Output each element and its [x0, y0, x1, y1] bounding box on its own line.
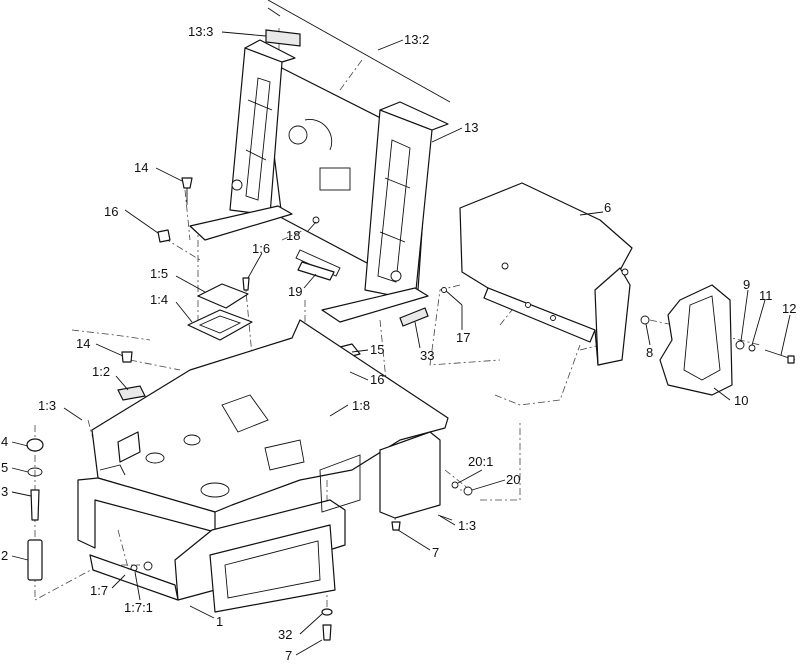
callout-1-3: 1:3: [458, 518, 476, 533]
callout-6: 6: [604, 200, 611, 215]
callout-16: 16: [104, 204, 118, 219]
counterweight-10: [659, 284, 733, 396]
callout-1-8: 1:8: [352, 398, 370, 413]
callout-9: 9: [743, 277, 750, 292]
callout-labels: 13:3 13:2 13 14 16 18 1:6 1:5 1:4 19 6 1…: [1, 24, 796, 663]
callout-1-7: 1:7: [90, 583, 108, 598]
callout-5: 5: [1, 460, 8, 475]
callout-32: 32: [278, 627, 292, 642]
callout-16: 16: [370, 372, 384, 387]
callout-20-1: 20:1: [468, 454, 493, 469]
callout-7: 7: [285, 648, 292, 663]
callout-17: 17: [456, 330, 470, 345]
tower-frame-13: [189, 29, 449, 323]
callout-1-6: 1:6: [252, 241, 270, 256]
callout-1-7-1: 1:7:1: [124, 600, 153, 615]
callout-14: 14: [76, 336, 90, 351]
callout-18: 18: [286, 228, 300, 243]
callout-33: 33: [420, 348, 434, 363]
callout-4: 4: [1, 434, 8, 449]
main-frame-1: [77, 319, 449, 613]
callout-2: 2: [1, 548, 8, 563]
callout-1-4: 1:4: [150, 292, 168, 307]
callout-10: 10: [734, 393, 748, 408]
callout-13: 13: [464, 120, 478, 135]
callout-1-2: 1:2: [92, 364, 110, 379]
callout-8: 8: [646, 345, 653, 360]
top-cover-line: [267, 0, 451, 103]
callout-11: 11: [759, 288, 773, 303]
callout-1: 1: [216, 614, 223, 629]
callout-19: 19: [288, 284, 302, 299]
callout-7: 7: [432, 545, 439, 560]
callout-13-3: 13:3: [188, 24, 213, 39]
callout-1-3: 1:3: [38, 398, 56, 413]
callout-12: 12: [782, 301, 796, 316]
side-shield-6: [459, 182, 633, 366]
leader-lines: [11, 31, 791, 656]
callout-20: 20: [506, 472, 520, 487]
callout-13-2: 13:2: [404, 32, 429, 47]
callout-15: 15: [370, 342, 384, 357]
callout-1-5: 1:5: [150, 266, 168, 281]
callout-3: 3: [1, 484, 8, 499]
callout-14: 14: [134, 160, 148, 175]
